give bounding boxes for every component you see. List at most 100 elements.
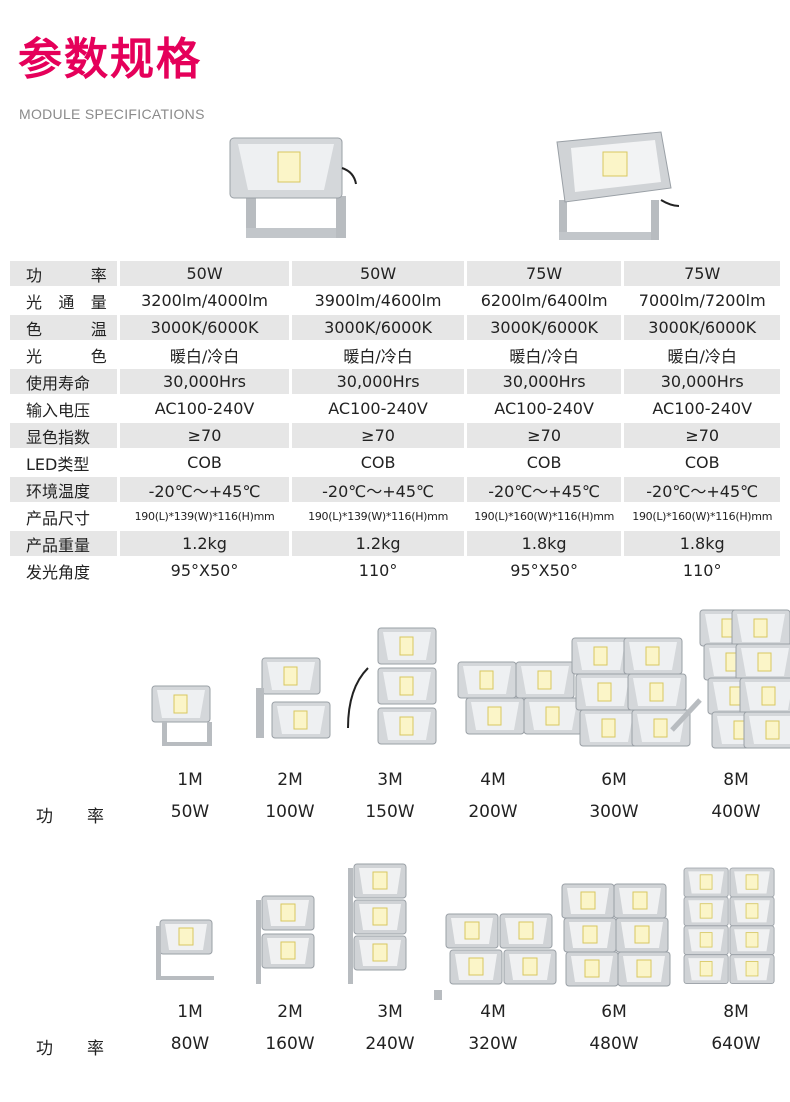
spec-row-led-type: LED类型 COB COB COB COB (10, 449, 780, 476)
spec-label: 产品重量 (10, 531, 117, 556)
floodlight-75w-product-image (556, 131, 680, 240)
spec-cell: 暖白/冷白 (343, 346, 413, 366)
spec-label: 光色 (26, 346, 107, 366)
spec-row-dimensions: 产品尺寸 190(L)*139(W)*116(H)mm 190(L)*139(W… (10, 503, 780, 530)
spec-label: LED类型 (26, 454, 90, 474)
module-power: 400W (711, 802, 761, 822)
spec-row-lifespan: 使用寿命 30,000Hrs 30,000Hrs 30,000Hrs 30,00… (10, 368, 780, 395)
spec-label: 色温 (10, 315, 117, 340)
spec-cell: 3000K/6000K (119, 315, 290, 340)
spec-cell: 暖白/冷白 (509, 346, 579, 366)
spec-cell: 1.8kg (466, 531, 622, 556)
module-count: 6M (601, 770, 627, 790)
spec-cell: AC100-240V (652, 399, 753, 418)
spec-row-cri: 显色指数 ≥70 ≥70 ≥70 ≥70 (10, 422, 780, 449)
spec-cell: ≥70 (119, 423, 290, 448)
power-label-char: 功 (36, 807, 53, 827)
spec-row-light-color: 光色 暖白/冷白 暖白/冷白 暖白/冷白 暖白/冷白 (10, 341, 780, 368)
module-power: 480W (589, 1034, 639, 1054)
spec-cell: 110° (358, 561, 398, 580)
module-count: 2M (277, 1002, 303, 1022)
page-title: 参数规格 (18, 34, 202, 85)
spec-cell: 95°X50° (170, 561, 239, 580)
module-count: 1M (177, 1002, 203, 1022)
module-count: 8M (723, 770, 749, 790)
spec-row-input-voltage: 输入电压 AC100-240V AC100-240V AC100-240V AC… (10, 395, 780, 422)
module-power: 150W (365, 802, 415, 822)
spec-cell: 3000K/6000K (624, 315, 780, 340)
power-label-char: 率 (87, 807, 104, 827)
spec-cell: COB (187, 453, 222, 472)
spec-cell: 7000lm/7200lm (638, 291, 766, 310)
spec-cell: 30,000Hrs (119, 369, 290, 394)
spec-cell: 30,000Hrs (624, 369, 780, 394)
spec-label: 发光角度 (26, 562, 91, 582)
spec-label: 产品尺寸 (26, 508, 91, 528)
module-count: 1M (177, 770, 203, 790)
power-label-char: 功 (36, 1039, 53, 1059)
spec-cell: 3000K/6000K (466, 315, 622, 340)
spec-cell: 95°X50° (510, 561, 578, 580)
spec-row-beam-angle: 发光角度 95°X50° 110° 95°X50° 110° (10, 557, 780, 584)
module-power: 300W (589, 802, 639, 822)
spec-cell: 75W (624, 261, 780, 286)
module-power: 320W (468, 1034, 518, 1054)
spec-cell: 3000K/6000K (292, 315, 464, 340)
module-count: 4M (480, 770, 506, 790)
spec-cell: 1.8kg (624, 531, 780, 556)
spec-cell: 50W (292, 261, 464, 286)
module-count: 4M (480, 1002, 506, 1022)
page-subtitle: MODULE SPECIFICATIONS (19, 106, 205, 122)
module-power: 640W (711, 1034, 761, 1054)
spec-cell: 190(L)*160(W)*116(H)mm (474, 510, 615, 523)
module-lamps-a-image (151, 609, 790, 749)
power-label: 功 率 (36, 802, 104, 827)
spec-row-power: 功率 50W 50W 75W 75W (10, 260, 780, 287)
spec-cell: 75W (466, 261, 622, 286)
module-count: 2M (277, 770, 303, 790)
module-power: 240W (365, 1034, 415, 1054)
spec-label: 环境温度 (10, 477, 117, 502)
spec-cell: COB (526, 453, 562, 472)
spec-row-ambient-temperature: 环境温度 -20℃～+45℃ -20℃～+45℃ -20℃～+45℃ -20℃～… (10, 476, 780, 503)
spec-cell: -20℃～+45℃ (119, 477, 290, 502)
spec-cell: AC100-240V (154, 399, 255, 418)
spec-label: 输入电压 (26, 400, 91, 420)
spec-cell: 暖白/冷白 (169, 346, 240, 366)
spec-cell: ≥70 (292, 423, 464, 448)
spec-cell: 190(L)*139(W)*116(H)mm (134, 510, 275, 523)
module-count: 3M (377, 770, 403, 790)
spec-cell: 1.2kg (119, 531, 290, 556)
power-label: 功 率 (36, 1034, 104, 1059)
spec-cell: 110° (682, 561, 722, 580)
spec-cell: -20℃～+45℃ (466, 477, 622, 502)
spec-cell: 190(L)*160(W)*116(H)mm (632, 510, 773, 523)
module-count: 6M (601, 1002, 627, 1022)
spec-cell: ≥70 (624, 423, 780, 448)
spec-cell: 6200lm/6400lm (480, 291, 608, 310)
spec-row-luminous-flux: 光通量 3200lm/4000lm 3900lm/4600lm 6200lm/6… (10, 287, 780, 314)
module-power: 50W (170, 802, 210, 822)
spec-cell: AC100-240V (494, 399, 594, 418)
spec-cell: 50W (119, 261, 290, 286)
spec-label: 光通量 (26, 292, 107, 312)
spec-cell: 190(L)*139(W)*116(H)mm (308, 510, 448, 523)
spec-cell: AC100-240V (328, 399, 428, 418)
spec-cell: 3900lm/4600lm (314, 291, 442, 310)
spec-label: 功率 (10, 261, 117, 286)
module-section-b: 1M 2M 3M 4M 6M 8M 功 率 80W 160W 240W 320W… (0, 860, 790, 1080)
spec-row-weight: 产品重量 1.2kg 1.2kg 1.8kg 1.8kg (10, 530, 780, 557)
spec-cell: -20℃～+45℃ (624, 477, 780, 502)
floodlight-50w-product-image (229, 137, 357, 238)
spec-cell: COB (684, 453, 720, 472)
spec-row-color-temperature: 色温 3000K/6000K 3000K/6000K 3000K/6000K 3… (10, 314, 780, 341)
module-power: 200W (468, 802, 518, 822)
module-count: 8M (723, 1002, 749, 1022)
module-power: 100W (265, 802, 315, 822)
spec-label: 使用寿命 (10, 369, 117, 394)
spec-cell: 暖白/冷白 (667, 346, 737, 366)
spec-cell: -20℃～+45℃ (292, 477, 464, 502)
module-power: 160W (265, 1034, 315, 1054)
spec-cell: ≥70 (466, 423, 622, 448)
module-lamps-b-image (156, 863, 775, 1000)
